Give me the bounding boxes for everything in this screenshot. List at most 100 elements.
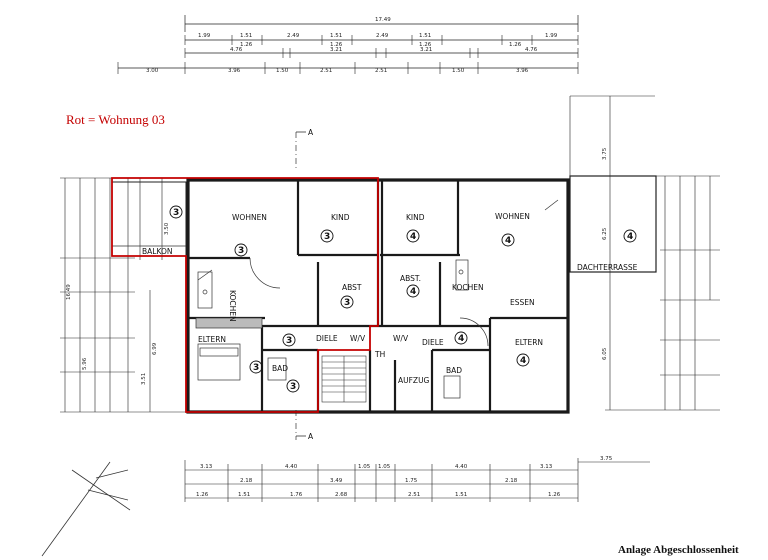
north-arrow-icon [41,461,131,557]
unit-num-eltern-left: 3 [253,363,259,373]
dim-bot-r2-d: 2.18 [505,478,518,484]
room-kochen-right: KOCHEN [452,283,484,292]
dim-bot-r3-b: 1.51 [238,492,250,498]
section-line-a: A A [295,128,314,441]
dim-top-r1s-a: 1.26 [240,42,253,48]
unit-num-diele-left: 3 [286,336,292,346]
section-marker-bottom: A [308,432,314,441]
unit-num-eltern-right: 4 [520,356,526,366]
unit-num-abst-right: 4 [410,287,416,297]
unit-num-wohnen-right: 4 [505,236,511,246]
room-wv-right: W/V [393,334,409,343]
dim-top-r2-a: 4.76 [230,47,243,53]
unit-number-markers: 3 3 4 4 3 3 4 3 3 3 4 4 [169,205,530,393]
dim-bot-r3-a: 1.26 [196,492,209,498]
room-balkon: BALKON [142,247,172,256]
dim-bot-r3-e: 2.51 [408,492,420,498]
dachterrasse-outline: DACHTERRASSE 4 [569,175,657,273]
dim-left-total: 16.49 [66,284,72,300]
top-dimension-chains: 17.49 1.99 1.51 2.49 1.51 2.49 1.51 1.99… [117,15,579,74]
dim-top-r3-d: 2.51 [320,68,332,74]
dim-top-r1-f: 1.51 [419,33,431,39]
dim-bot-r1-e: 4.40 [455,464,468,470]
unit-num-abst-left: 3 [344,298,350,308]
dim-bot-r3-d: 2.68 [335,492,348,498]
unit-num-terrace: 4 [627,232,633,242]
left-dimension-chains [60,177,190,413]
dim-bot-r1-d: 1.05 [378,464,391,470]
room-eltern-right: ELTERN [515,338,543,347]
dim-top-r3-b: 3.96 [228,68,241,74]
room-kind-left: KIND [331,213,350,222]
dim-top-r3-a: 3.00 [146,68,159,74]
room-diele-left: DIELE [316,334,338,343]
dim-top-total: 17.49 [375,17,391,23]
dim-top-r1-a: 1.99 [198,33,211,39]
dim-left-a: 3.51 [141,373,147,385]
dim-top-r1-g: 1.99 [545,33,558,39]
dim-top-r1-b: 1.51 [240,33,252,39]
section-marker-top: A [308,128,314,137]
dim-top-r2-c: 3.21 [420,47,432,53]
dim-bot-r1-b: 4.40 [285,464,298,470]
dim-left-low: 6.99 [152,342,158,355]
bottom-dimension-chains [184,458,650,502]
dim-bot-r2-a: 2.18 [240,478,253,484]
dim-bot-r1-a: 3.13 [200,464,213,470]
dim-bot-right: 3.75 [600,456,613,462]
room-th: TH [374,350,385,359]
room-dachterrasse: DACHTERRASSE [577,263,638,272]
wohnung-03-outline [111,177,379,413]
right-dimension-chains [569,95,720,411]
room-kochen-left: KOCHEN [228,290,237,322]
legend-wohnung-03: Rot = Wohnung 03 [66,112,165,127]
unit-num-diele-right: 4 [458,334,464,344]
dim-bot-r1-c: 1.05 [358,464,371,470]
room-essen: ESSEN [510,298,535,307]
dim-top-r1-d: 1.51 [330,33,342,39]
dim-top-r3-c: 1.50 [276,68,289,74]
room-bad-left: BAD [272,364,288,373]
dim-top-r1s-c: 1.26 [419,42,432,48]
dim-bot-r2-c: 1.75 [405,478,418,484]
dim-top-r3-f: 1.50 [452,68,465,74]
dim-top-r1-e: 2.49 [376,33,389,39]
dim-bot-r3-g: 1.26 [548,492,561,498]
dim-bot-r3-c: 1.76 [290,492,303,498]
dim-top-r1s-d: 1.26 [509,42,522,48]
dim-bot-r3-f: 1.51 [455,492,467,498]
room-bad-right: BAD [446,366,462,375]
sheet-footer: Anlage Abgeschlossenheit [618,544,739,556]
room-abst-left: ABST [342,283,362,292]
room-diele-right: DIELE [422,338,444,347]
unit-num-wohnen-left: 3 [238,246,244,256]
dim-left-b: 3.50 [164,222,170,235]
dim-top-r3-e: 2.51 [375,68,387,74]
dim-right-terrace: 3.75 [602,147,608,160]
unit-num-balkon: 3 [173,208,179,218]
unit-num-bad-left: 3 [290,382,296,392]
room-abst-right: ABST. [400,274,421,283]
room-eltern-left: ELTERN [198,335,226,344]
dim-bot-r2-b: 3.49 [330,478,343,484]
dim-top-r1s-b: 1.26 [330,42,343,48]
furniture [195,199,559,399]
room-wohnen-left: WOHNEN [232,213,267,222]
dim-right-mid: 6.25 [602,227,608,240]
unit-num-kind-left: 3 [324,232,330,242]
dim-top-r2-b: 3.21 [330,47,342,53]
staircase [321,355,367,403]
dim-top-r1-c: 2.49 [287,33,300,39]
room-kind-right: KIND [406,213,425,222]
unit-num-kind-right: 4 [410,232,416,242]
dim-left-lower: 5.96 [82,357,88,370]
dim-top-r2-d: 4.76 [525,47,538,53]
dim-right-low: 6.05 [602,347,608,360]
dim-top-r3-g: 3.96 [516,68,529,74]
room-wohnen-right: WOHNEN [495,212,530,221]
room-wv-left: W/V [350,334,366,343]
room-aufzug: AUFZUG [398,376,430,385]
dim-bot-r1-f: 3.13 [540,464,553,470]
